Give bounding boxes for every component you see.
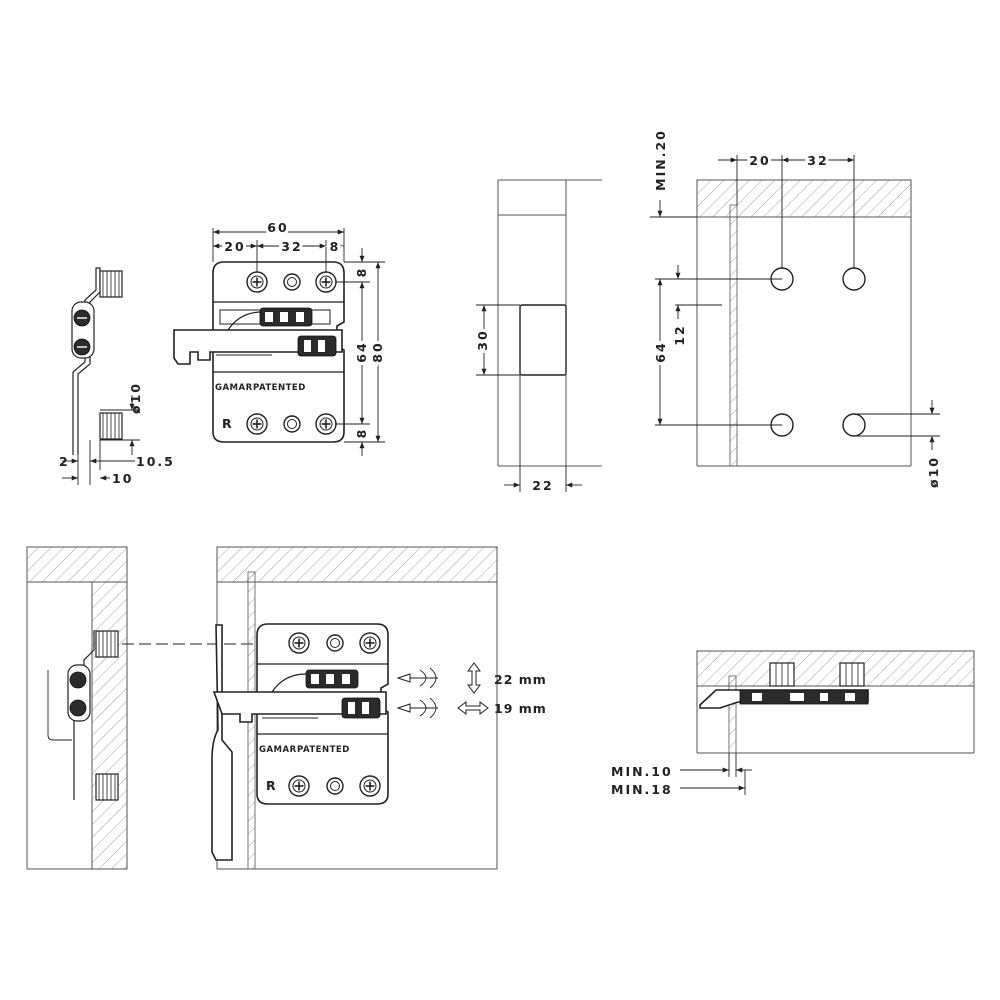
front-screw-icon <box>246 271 268 293</box>
assembly-brand-label: GAMAR <box>259 745 297 755</box>
front-hole-icon <box>283 415 301 433</box>
dim-drill-64: 64 <box>653 341 668 362</box>
top-view-panel <box>696 650 975 687</box>
dim-drill-min20: MIN.20 <box>653 129 668 191</box>
dim-front-64: 64 <box>354 341 369 362</box>
side-dowel-icon <box>99 412 123 440</box>
drill-top-panel <box>696 179 912 218</box>
assembly-view: R GAMAR PATENTED 22 mm <box>26 546 547 870</box>
side-view: ø10 2 10.5 10 <box>59 267 175 486</box>
drill-view: 20 32 MIN.20 64 12 ø10 <box>650 129 941 488</box>
assembly-side-panel <box>91 581 128 870</box>
dim-drill-12: 12 <box>672 324 687 345</box>
assembly-adjuster <box>341 697 381 719</box>
front-brand-label: GAMAR <box>215 383 253 393</box>
dim-side-10-5: 10.5 <box>136 454 175 469</box>
assembly-dowel-icon <box>95 630 119 658</box>
dim-side-dia: ø10 <box>128 382 143 414</box>
dim-section-30: 30 <box>475 329 490 350</box>
front-adjuster <box>297 335 337 357</box>
dim-front-80: 80 <box>370 341 385 362</box>
dim-front-32: 32 <box>281 239 302 254</box>
assembly-screw-icon <box>69 699 87 717</box>
dim-front-8: 8 <box>330 239 341 254</box>
front-screw-icon <box>246 413 268 435</box>
vertical-adjust-arrow-icon <box>467 662 481 694</box>
dim-front-60: 60 <box>267 220 288 235</box>
screwdriver-icon <box>396 667 438 689</box>
dim-top-min10: MIN.10 <box>611 764 673 779</box>
assembly-dowel-icon <box>95 773 119 801</box>
screwdriver-icon <box>396 697 438 719</box>
section-recess <box>519 304 567 376</box>
drill-hole-icon <box>842 413 866 437</box>
horizontal-adjust-label: 19 mm <box>494 701 547 716</box>
assembly-screw-icon <box>359 632 381 654</box>
assembly-screw-icon <box>288 632 310 654</box>
assembly-bracket <box>211 624 233 861</box>
dim-front-8-bottom: 8 <box>354 428 369 439</box>
side-bracket-profile <box>72 267 101 455</box>
front-hole-icon <box>283 273 301 291</box>
front-screw-icon <box>315 271 337 293</box>
assembly-side-mark: R <box>266 778 277 793</box>
dim-front-20: 20 <box>224 239 245 254</box>
top-view: MIN.10 MIN.18 <box>611 650 975 797</box>
front-patented-label: PATENTED <box>253 383 306 393</box>
assembly-hole-icon <box>326 634 344 652</box>
dim-side-10: 10 <box>112 471 133 486</box>
horizontal-adjust-arrow-icon <box>457 701 489 715</box>
vertical-adjust-label: 22 mm <box>494 672 547 687</box>
dim-drill-dia: ø10 <box>926 456 941 488</box>
drill-hole-icon <box>842 267 866 291</box>
dim-side-2: 2 <box>59 454 70 469</box>
assembly-screw-icon <box>359 775 381 797</box>
assembly-screw-icon <box>288 775 310 797</box>
front-side-mark: R <box>222 416 233 431</box>
assembly-screw-icon <box>69 671 87 689</box>
dim-section-22: 22 <box>532 478 553 493</box>
side-dowel-icon <box>99 270 123 298</box>
front-screw-icon <box>315 413 337 435</box>
section-view: 30 22 <box>472 179 602 493</box>
dim-top-min18: MIN.18 <box>611 782 673 797</box>
assembly-patented-label: PATENTED <box>297 745 350 755</box>
assembly-hole-icon <box>326 777 344 795</box>
dim-drill-32: 32 <box>807 153 828 168</box>
front-view: R GAMAR PATENTED 60 20 32 8 64 80 <box>173 217 388 456</box>
dim-drill-20: 20 <box>749 153 770 168</box>
dim-front-8-top: 8 <box>354 267 369 278</box>
